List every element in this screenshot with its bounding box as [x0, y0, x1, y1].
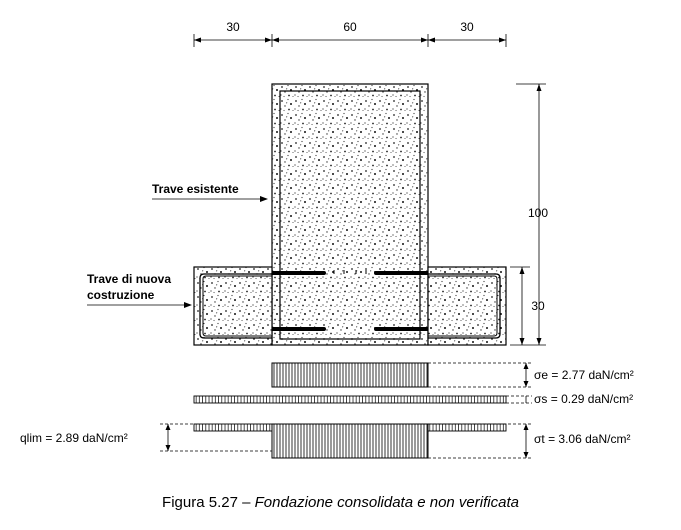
q-lim-value: qlim = 2.89 daN/cm² — [20, 431, 128, 445]
figure-caption: Figura 5.27 – Fondazione consolidata e n… — [0, 494, 681, 511]
sigma-e-value: σe = 2.77 daN/cm² — [534, 368, 634, 382]
caption-prefix: Figura 5.27 – — [162, 494, 255, 511]
sigma-t-value: σt = 3.06 daN/cm² — [534, 432, 630, 446]
q-lim-reference: qlim = 2.89 daN/cm² — [20, 423, 272, 452]
label-new-beam: Trave di nuova costruzione — [87, 272, 192, 308]
new-beam — [193, 266, 507, 346]
dim-total-height: 100 — [528, 206, 548, 220]
existing-beam-label: Trave esistente — [152, 182, 239, 196]
stress-diagram-sigma-s: σs = 0.29 daN/cm² — [193, 392, 633, 406]
right-dimension: 100 30 — [510, 83, 548, 346]
dim-center-width: 60 — [343, 20, 357, 34]
dim-new-beam-height: 30 — [531, 299, 545, 313]
existing-beam — [271, 83, 429, 346]
new-beam-label-line1: Trave di nuova — [87, 272, 171, 286]
label-existing-beam: Trave esistente — [152, 182, 268, 202]
sigma-s-value: σs = 0.29 daN/cm² — [534, 392, 633, 406]
stress-diagram-sigma-e: σe = 2.77 daN/cm² — [271, 362, 634, 388]
stress-diagram-sigma-t: σt = 3.06 daN/cm² — [193, 423, 630, 459]
top-dimension: 30 60 30 — [193, 20, 507, 47]
dim-left-width: 30 — [226, 20, 240, 34]
new-beam-label-line2: costruzione — [87, 288, 155, 302]
dim-right-width: 30 — [460, 20, 474, 34]
caption-title: Fondazione consolidata e non verificata — [254, 494, 519, 511]
